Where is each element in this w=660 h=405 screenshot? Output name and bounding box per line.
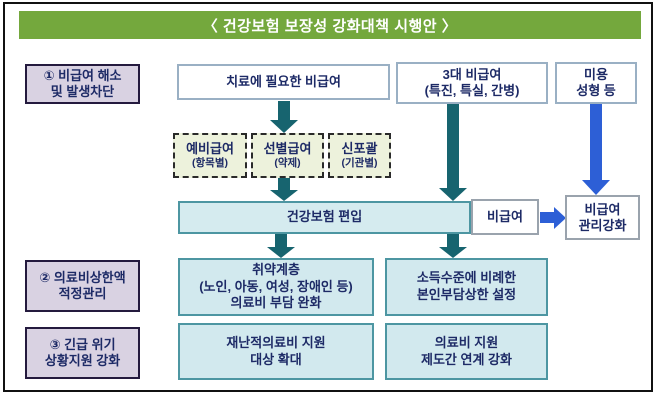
three-major-uncovered-box: 3대 비급여 (특진, 특실, 간병) <box>396 62 548 104</box>
selective-benefit-subtitle: (약제) <box>274 156 301 169</box>
selective-benefit-box: 선별급여 (약제) <box>251 133 324 178</box>
selective-benefit-title: 선별급여 <box>263 141 312 156</box>
new-drg-title: 신포괄 <box>341 141 378 156</box>
preliminary-benefit-title: 예비급여 <box>186 141 234 156</box>
section1-label: ① 비급여 해소 및 발생차단 <box>25 64 140 104</box>
vulnerable-groups-box: 취약계층 (노인, 아동, 여성, 장애인 등) 의료비 부담 완화 <box>178 258 374 316</box>
cosmetic-surgery-box: 미용 성형 등 <box>555 62 637 104</box>
preliminary-benefit-subtitle: (항목별) <box>192 156 228 169</box>
uncovered-management-box: 비급여 관리강화 <box>565 195 640 240</box>
insurance-incorporation-bar: 건강보험 편입 <box>178 201 471 234</box>
income-based-cap-box: 소득수준에 비례한 본인부담상한 설정 <box>385 258 548 316</box>
new-drg-box: 신포괄 (기관별) <box>328 133 391 178</box>
preliminary-benefit-box: 예비급여 (항목별) <box>173 133 247 178</box>
uncovered-box: 비급여 <box>471 199 539 235</box>
section2-label: ② 의료비상한액 적정관리 <box>25 260 140 312</box>
catastrophic-medical-support-box: 재난적의료비 지원 대상 확대 <box>178 323 374 380</box>
section3-label: ③ 긴급 위기 상황지원 강화 <box>25 327 140 379</box>
treatment-needed-uncovered-box: 치료에 필요한 비급여 <box>177 64 390 100</box>
new-drg-subtitle: (기관별) <box>341 156 378 169</box>
page-title: 〈 건강보험 보장성 강화대책 시행안 〉 <box>19 11 641 39</box>
support-system-linkage-box: 의료비 지원 제도간 연계 강화 <box>385 323 548 380</box>
